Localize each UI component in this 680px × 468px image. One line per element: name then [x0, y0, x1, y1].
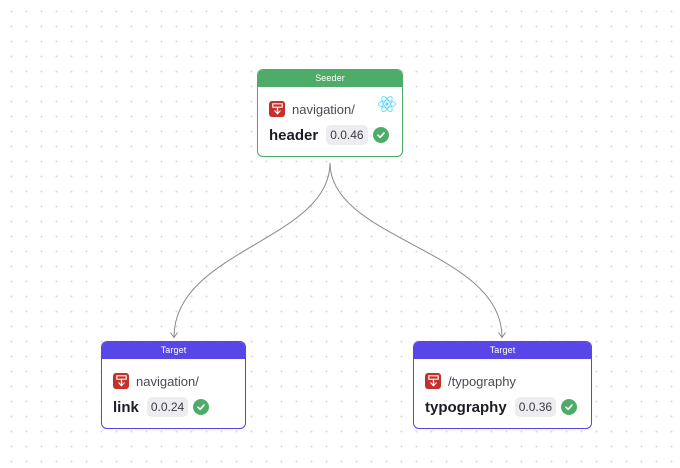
react-icon	[377, 94, 397, 114]
node-target-typography[interactable]: Target /typography typography 0.0.36	[413, 341, 592, 429]
scope-logo-icon	[425, 373, 441, 389]
check-circle-icon	[372, 127, 389, 143]
node-seeder-header[interactable]: Seeder navigation/ header 0.0.46	[257, 69, 403, 157]
component-name[interactable]: link	[113, 398, 139, 416]
edge-seeder-to-typography	[329, 162, 506, 339]
node-body: navigation/ link 0.0.24	[102, 359, 245, 418]
component-row: header 0.0.46	[269, 124, 402, 146]
node-badge: Target	[102, 342, 245, 359]
node-target-link[interactable]: Target navigation/ link 0.0.24	[101, 341, 246, 429]
component-name[interactable]: header	[269, 126, 319, 144]
edge-seeder-to-link	[170, 162, 331, 339]
version-badge[interactable]: 0.0.36	[514, 397, 557, 417]
node-body: /typography typography 0.0.36	[414, 359, 591, 418]
node-badge: Seeder	[258, 70, 402, 87]
scope-row: /typography	[425, 372, 591, 390]
scope-row: navigation/	[269, 100, 402, 118]
component-row: typography 0.0.36	[425, 396, 591, 418]
component-row: link 0.0.24	[113, 396, 245, 418]
check-circle-icon	[561, 399, 578, 415]
scope-row: navigation/	[113, 372, 245, 390]
scope-logo-icon	[269, 101, 285, 117]
scope-name[interactable]: navigation/	[292, 101, 355, 117]
node-badge: Target	[414, 342, 591, 359]
component-name[interactable]: typography	[425, 398, 507, 416]
version-badge[interactable]: 0.0.24	[146, 397, 189, 417]
scope-name[interactable]: navigation/	[136, 373, 199, 389]
scope-name[interactable]: /typography	[448, 373, 516, 389]
version-badge[interactable]: 0.0.46	[326, 125, 368, 145]
check-circle-icon	[193, 399, 210, 415]
node-body: navigation/ header 0.0.46	[258, 87, 402, 146]
scope-logo-icon	[113, 373, 129, 389]
